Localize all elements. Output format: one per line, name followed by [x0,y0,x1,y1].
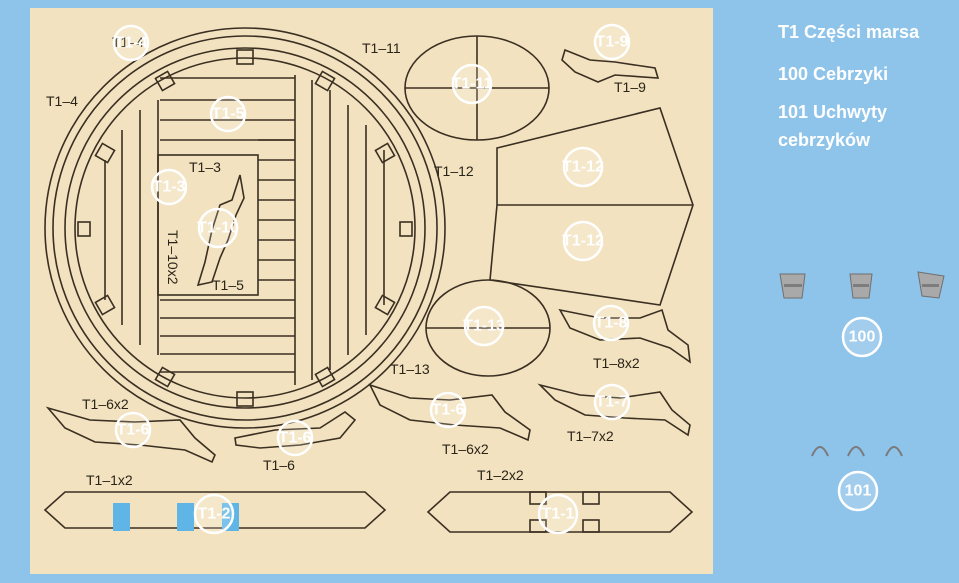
badge-t1-6a: T1-6 [114,411,152,449]
badge-t1-3: T1-3 [150,168,188,206]
part-t1-8 [558,308,692,364]
svg-text:T1-1: T1-1 [542,506,575,523]
label-t1-2x2: T1–2x2 [477,467,524,483]
handle-icon [885,446,903,457]
svg-text:101: 101 [845,483,872,500]
label-t1-8x2: T1–8x2 [593,355,640,371]
label-t1-6x2-left: T1–6x2 [82,396,129,412]
svg-text:100: 100 [849,329,876,346]
handle-icon [847,446,865,457]
svg-text:T1-4: T1-4 [115,35,148,52]
badge-t1-9: T1-9 [593,23,631,61]
part-t1-7 [537,383,691,437]
svg-text:T1-11: T1-11 [452,76,493,93]
part-t1-12 [489,107,694,306]
svg-text:T1-6: T1-6 [117,422,150,439]
label-t1-9: T1–9 [614,79,646,95]
label-t1-6x2-mid: T1–6x2 [442,441,489,457]
label-t1-4-left: T1–4 [46,93,78,109]
part-t1-13 [425,279,551,377]
badge-t1-6b: T1-6 [276,419,314,457]
bucket-icons [779,271,945,299]
part-t1-5-planks [104,75,385,385]
bucket-icon [917,271,945,299]
badge-t1-7: T1-7 [593,383,631,421]
part-t1-4-ring [44,27,446,429]
bucket-icon [779,273,806,299]
svg-text:T1-8: T1-8 [595,315,628,332]
svg-text:T1-6: T1-6 [432,402,465,419]
badge-t1-1: T1-1 [537,493,579,535]
badge-t1-12a: T1-12 [562,146,604,188]
legend-101-line1: 101 Uchwyty [778,102,888,122]
svg-text:T1-12: T1-12 [562,233,604,250]
badge-t1-8: T1-8 [592,304,630,342]
part-t1-6-left [45,406,216,464]
badge-100: 100 [841,316,883,358]
badge-t1-11: T1-11 [452,63,493,105]
handle-icons [811,446,903,457]
bucket-icon [849,273,873,299]
svg-text:T1-5: T1-5 [212,106,245,123]
badge-t1-13: T1-13 [463,305,505,347]
part-t1-2-right [426,491,694,533]
engraved-labels: T1–4 T1–4 T1–11 T1–9 T1–3 T1–10x2 T1–5 T… [46,34,646,488]
label-t1-13: T1–13 [390,361,430,377]
svg-text:T1-12: T1-12 [562,159,604,176]
svg-text:T1-13: T1-13 [463,318,505,335]
badge-t1-12b: T1-12 [562,220,604,262]
svg-text:T1-9: T1-9 [596,34,629,51]
blue-tape [177,503,194,531]
label-t1-11: T1–11 [362,40,401,56]
badge-101: 101 [837,470,879,512]
label-t1-10x2: T1–10x2 [165,230,181,285]
badge-t1-6c: T1-6 [429,391,467,429]
wood-plank [30,8,713,574]
label-t1-3: T1–3 [189,159,221,175]
svg-text:T1-3: T1-3 [153,179,186,196]
label-t1-12: T1–12 [434,163,474,179]
part-t1-1-left [43,491,387,531]
badge-t1-5: T1-5 [209,95,247,133]
part-t1-9 [561,48,660,83]
label-t1-4-top: T1–4 [112,34,144,50]
badge-t1-2: T1-2 [193,493,235,535]
label-t1-7x2: T1–7x2 [567,428,614,444]
legend-t1: T1 Części marsa [778,22,920,42]
label-t1-1x2: T1–1x2 [86,472,133,488]
part-t1-6-small [234,411,357,449]
svg-text:T1-6: T1-6 [279,430,312,447]
part-t1-11 [404,35,550,141]
svg-text:T1-10: T1-10 [197,220,239,237]
svg-text:T1-7: T1-7 [596,394,629,411]
handle-icon [811,446,829,457]
blue-tape [113,503,130,531]
badge-t1-4: T1-4 [112,24,150,62]
label-t1-6: T1–6 [263,457,295,473]
legend-101-line2: cebrzyków [778,130,871,150]
label-t1-5: T1–5 [212,277,244,293]
part-t1-6-mid [368,383,531,442]
badge-t1-10: T1-10 [197,207,239,249]
blue-tape [222,503,239,531]
legend-100: 100 Cebrzyki [778,64,889,84]
svg-text:T1-2: T1-2 [198,506,231,523]
